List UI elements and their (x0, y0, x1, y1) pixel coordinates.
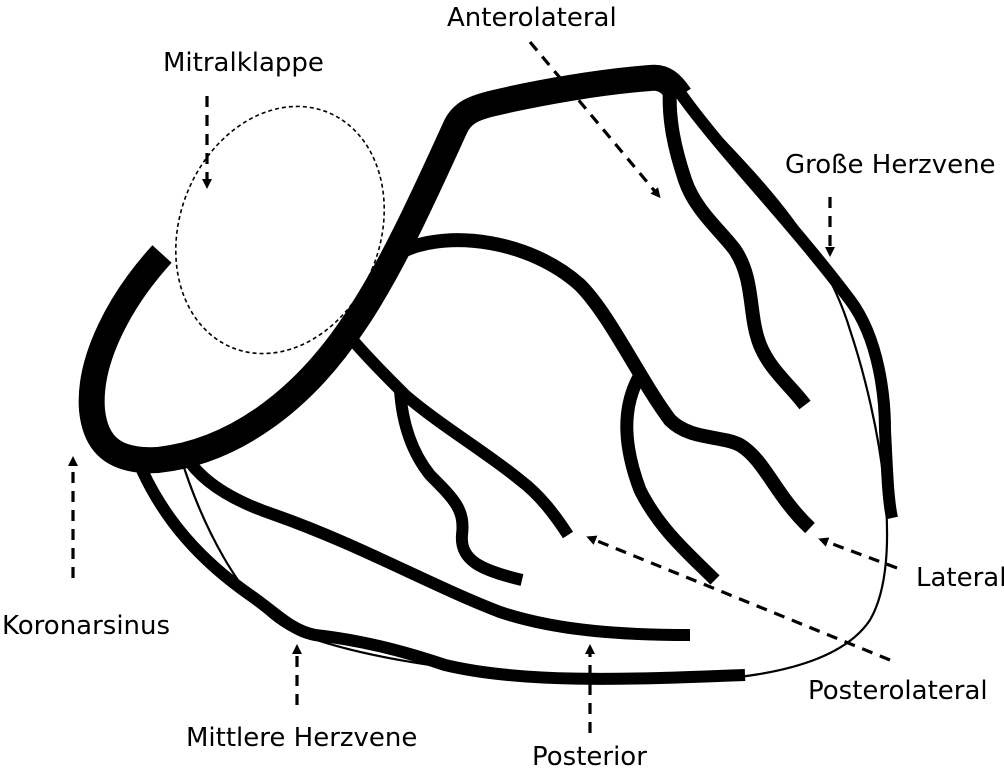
label-koronarsinus: Koronarsinus (2, 613, 170, 639)
label-posterior: Posterior (532, 744, 647, 770)
anterolateral-arrow (530, 42, 658, 195)
label-arrows (73, 42, 897, 733)
posterolateral-arrow (590, 538, 890, 660)
label-mitralklappe: Mitralklappe (163, 50, 324, 76)
label-posterolateral: Posterolateral (808, 678, 988, 704)
coronary-sinus (92, 78, 680, 461)
mitral-valve-outline (140, 75, 421, 385)
heart-outline-group (92, 75, 892, 682)
lateral-vein-branch (627, 375, 715, 580)
label-grosse-herzvene: Große Herzvene (785, 152, 996, 178)
label-anterolateral: Anterolateral (447, 5, 617, 31)
posterolateral-vein-branch (400, 390, 522, 580)
anterolateral-vein (670, 88, 805, 405)
label-mittlere-herzvene: Mittlere Herzvene (186, 725, 417, 751)
label-lateral: Lateral (916, 565, 1004, 591)
